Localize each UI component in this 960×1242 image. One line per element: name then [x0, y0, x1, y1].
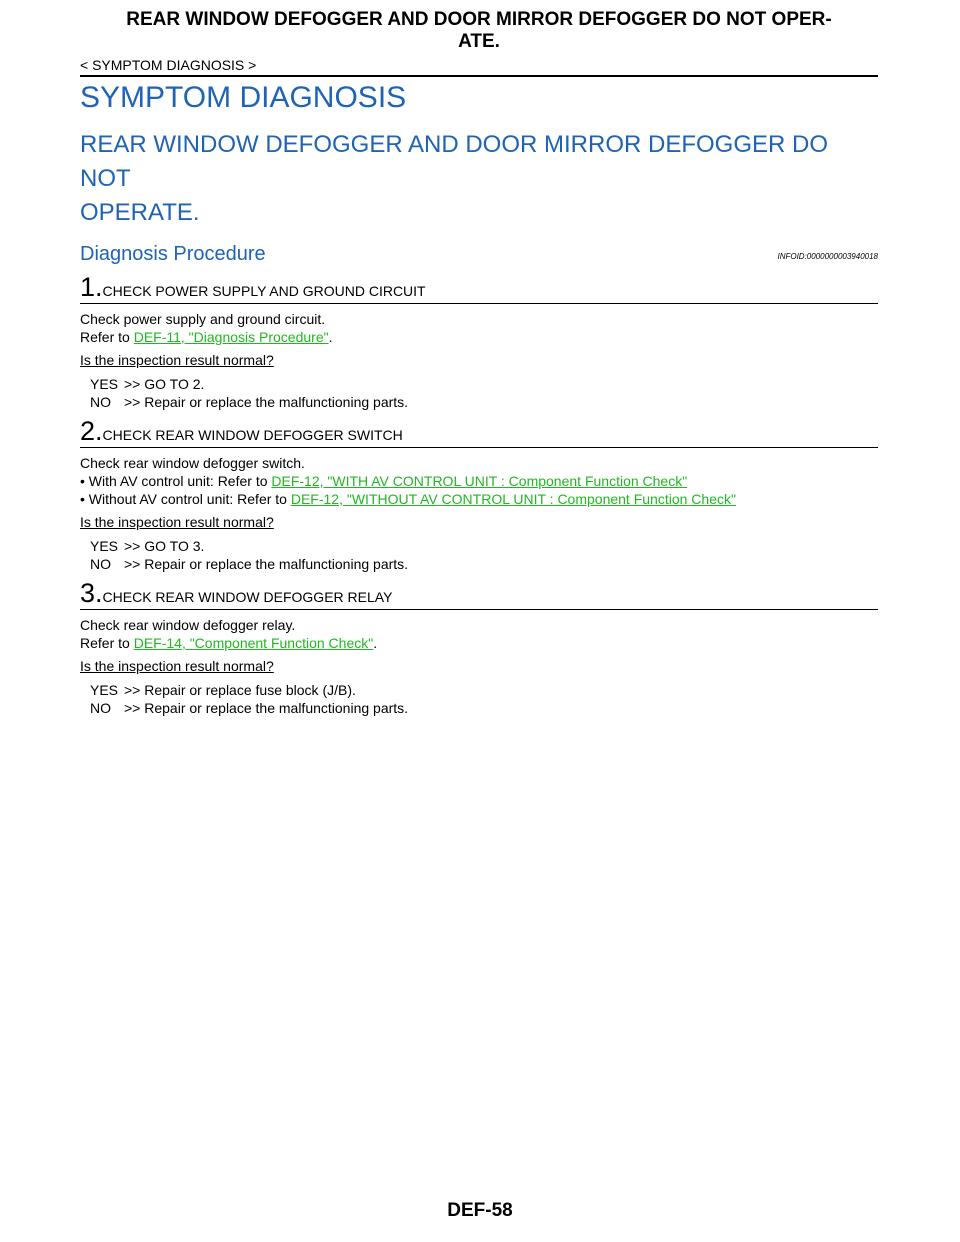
step-body: Check rear window defogger switch. • Wit… — [80, 454, 878, 508]
refer-prefix: Refer to — [80, 635, 134, 651]
answers: YES >> GO TO 3. NO >> Repair or replace th… — [90, 537, 878, 573]
header-title-line2: ATE. — [458, 31, 500, 52]
step-instruction: Check power supply and ground circuit. — [80, 311, 326, 327]
step-header: 1.CHECK POWER SUPPLY AND GROUND CIRCUIT — [80, 273, 878, 304]
answer-no: NO >> Repair or replace the malfunctionin… — [90, 699, 878, 717]
answers: YES >> Repair or replace fuse block (J/B)… — [90, 681, 878, 717]
header-divider — [80, 75, 878, 77]
bullet-item: • With AV control unit: Refer to DEF-12,… — [80, 472, 878, 490]
step-3: 3.CHECK REAR WINDOW DEFOGGER RELAY Check… — [80, 579, 878, 717]
bullet-prefix: • Without AV control unit: Refer to — [80, 491, 291, 507]
refer-suffix: . — [328, 329, 333, 345]
procedure-heading: Diagnosis Procedure INFOID:0000000003940… — [80, 243, 878, 267]
inspection-question: Is the inspection result normal? — [80, 514, 274, 530]
step-label: CHECK POWER SUPPLY AND GROUND CIRCUIT — [102, 283, 426, 299]
step-instruction: Check rear window defogger relay. — [80, 617, 296, 633]
step-header: 3.CHECK REAR WINDOW DEFOGGER RELAY — [80, 579, 878, 610]
answer-text: >> Repair or replace fuse block (J/B). — [124, 682, 356, 698]
answer-text: >> Repair or replace the malfunctioning … — [124, 700, 409, 716]
step-label: CHECK REAR WINDOW DEFOGGER SWITCH — [102, 427, 403, 443]
header-title-line1: REAR WINDOW DEFOGGER AND DOOR MIRROR DEF… — [126, 9, 832, 30]
step-body: Check power supply and ground circuit. R… — [80, 310, 878, 346]
answer-key: YES — [90, 538, 119, 554]
inspection-question: Is the inspection result normal? — [80, 352, 274, 368]
page-number: DEF-58 — [447, 1200, 513, 1221]
inspection-question: Is the inspection result normal? — [80, 658, 274, 674]
step-2: 2.CHECK REAR WINDOW DEFOGGER SWITCH Chec… — [80, 417, 878, 573]
refer-suffix: . — [373, 635, 378, 651]
answer-yes: YES >> GO TO 2. — [90, 375, 878, 393]
subtitle-line2: OPERATE. — [80, 199, 200, 226]
answer-yes: YES >> GO TO 3. — [90, 537, 878, 555]
subtitle-line1: REAR WINDOW DEFOGGER AND DOOR MIRROR DEF… — [80, 131, 829, 192]
page-header-title: REAR WINDOW DEFOGGER AND DOOR MIRROR DEF… — [80, 9, 878, 53]
bullet-prefix: • With AV control unit: Refer to — [80, 473, 272, 489]
reference-link[interactable]: DEF-12, "WITHOUT AV CONTROL UNIT : Compo… — [290, 491, 736, 507]
answer-key: YES — [90, 682, 119, 698]
step-number: 2. — [80, 416, 103, 446]
answer-yes: YES >> Repair or replace fuse block (J/B)… — [90, 681, 878, 699]
answer-key: NO — [90, 700, 111, 716]
reference-link[interactable]: DEF-14, "Component Function Check" — [133, 635, 374, 651]
step-number: 1. — [80, 272, 103, 302]
reference-link[interactable]: DEF-11, "Diagnosis Procedure" — [133, 329, 329, 345]
breadcrumb: < SYMPTOM DIAGNOSIS > — [80, 57, 257, 73]
step-label: CHECK REAR WINDOW DEFOGGER RELAY — [102, 589, 393, 605]
answer-key: NO — [90, 556, 111, 572]
answer-text: >> Repair or replace the malfunctioning … — [124, 394, 409, 410]
answer-text: >> Repair or replace the malfunctioning … — [124, 556, 409, 572]
answer-no: NO >> Repair or replace the malfunctionin… — [90, 393, 878, 411]
step-header: 2.CHECK REAR WINDOW DEFOGGER SWITCH — [80, 417, 878, 448]
bullet-item: • Without AV control unit: Refer to DEF-… — [80, 490, 878, 508]
step-number: 3. — [80, 578, 103, 608]
answer-key: YES — [90, 376, 119, 392]
answer-no: NO >> Repair or replace the malfunctionin… — [90, 555, 878, 573]
answer-text: >> GO TO 2. — [124, 376, 205, 392]
manual-page: REAR WINDOW DEFOGGER AND DOOR MIRROR DEF… — [80, 0, 878, 717]
step-reference: Refer to DEF-14, "Component Function Che… — [80, 634, 878, 652]
answer-key: NO — [90, 394, 111, 410]
procedure-title: Diagnosis Procedure — [80, 243, 266, 265]
refer-prefix: Refer to — [80, 329, 134, 345]
answers: YES >> GO TO 2. NO >> Repair or replace th… — [90, 375, 878, 411]
section-title: SYMPTOM DIAGNOSIS — [80, 81, 407, 114]
reference-link[interactable]: DEF-12, "WITH AV CONTROL UNIT : Componen… — [271, 473, 688, 489]
step-1: 1.CHECK POWER SUPPLY AND GROUND CIRCUIT … — [80, 273, 878, 411]
answer-text: >> GO TO 3. — [124, 538, 205, 554]
info-id: INFOID:0000000003940018 — [777, 252, 878, 261]
step-body: Check rear window defogger relay. Refer … — [80, 616, 878, 652]
step-instruction: Check rear window defogger switch. — [80, 455, 305, 471]
step-reference: Refer to DEF-11, "Diagnosis Procedure". — [80, 328, 878, 346]
page-subtitle: REAR WINDOW DEFOGGER AND DOOR MIRROR DEF… — [80, 128, 878, 230]
